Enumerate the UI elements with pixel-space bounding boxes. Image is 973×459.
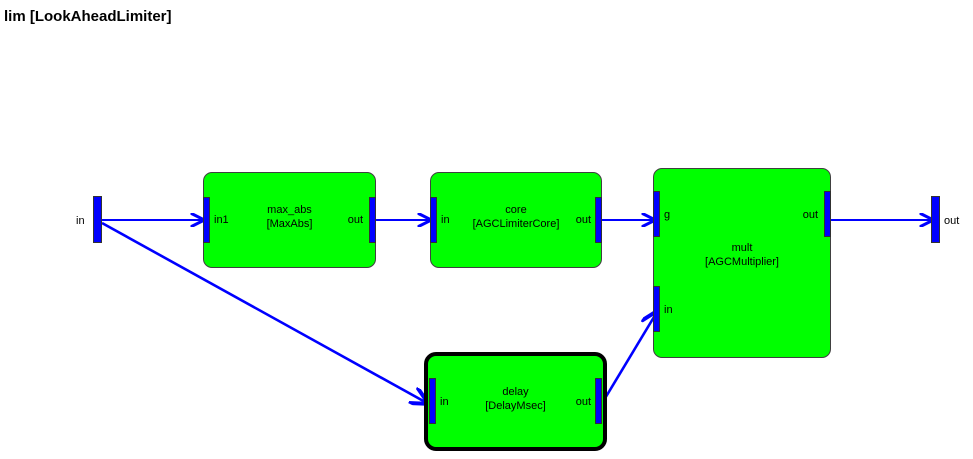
port-label-mult-g: g [664,209,671,221]
port-max-abs-out[interactable] [369,197,376,243]
port-mult-in[interactable] [653,286,660,332]
wire-delay-to-mult-in [602,312,657,401]
port-core-out[interactable] [595,197,602,243]
port-core-in[interactable] [430,197,437,243]
block-type-mult: [AGCMultiplier] [705,256,779,268]
block-max-abs[interactable]: in1 out max_abs [MaxAbs] [203,172,376,268]
port-label-mult-in: in [664,304,673,316]
port-max-abs-in1[interactable] [203,197,210,243]
block-name-mult: mult [731,242,753,254]
block-delay[interactable]: in out delay [DelayMsec] [424,352,607,451]
port-label-mult-out: out [802,209,818,221]
port-mult-g[interactable] [653,191,660,237]
port-label-core-in: in [441,214,450,226]
block-mult[interactable]: g in out mult [AGCMultiplier] [653,168,831,358]
port-delay-in[interactable] [429,378,436,424]
output-terminal-label: out [944,215,960,227]
output-terminal[interactable] [931,196,940,243]
port-delay-out[interactable] [595,378,602,424]
input-terminal[interactable] [93,196,102,243]
input-terminal-label: in [76,215,85,227]
port-label-max-abs-in1: in1 [214,214,229,226]
block-core[interactable]: in out core [AGCLimiterCore] [430,172,602,268]
port-label-max-abs-out: out [347,214,363,226]
port-label-delay-out: out [575,396,591,408]
port-mult-out[interactable] [824,191,831,237]
port-label-core-out: out [575,214,591,226]
port-label-delay-in: in [440,396,449,408]
page-title: lim [LookAheadLimiter] [4,8,172,25]
